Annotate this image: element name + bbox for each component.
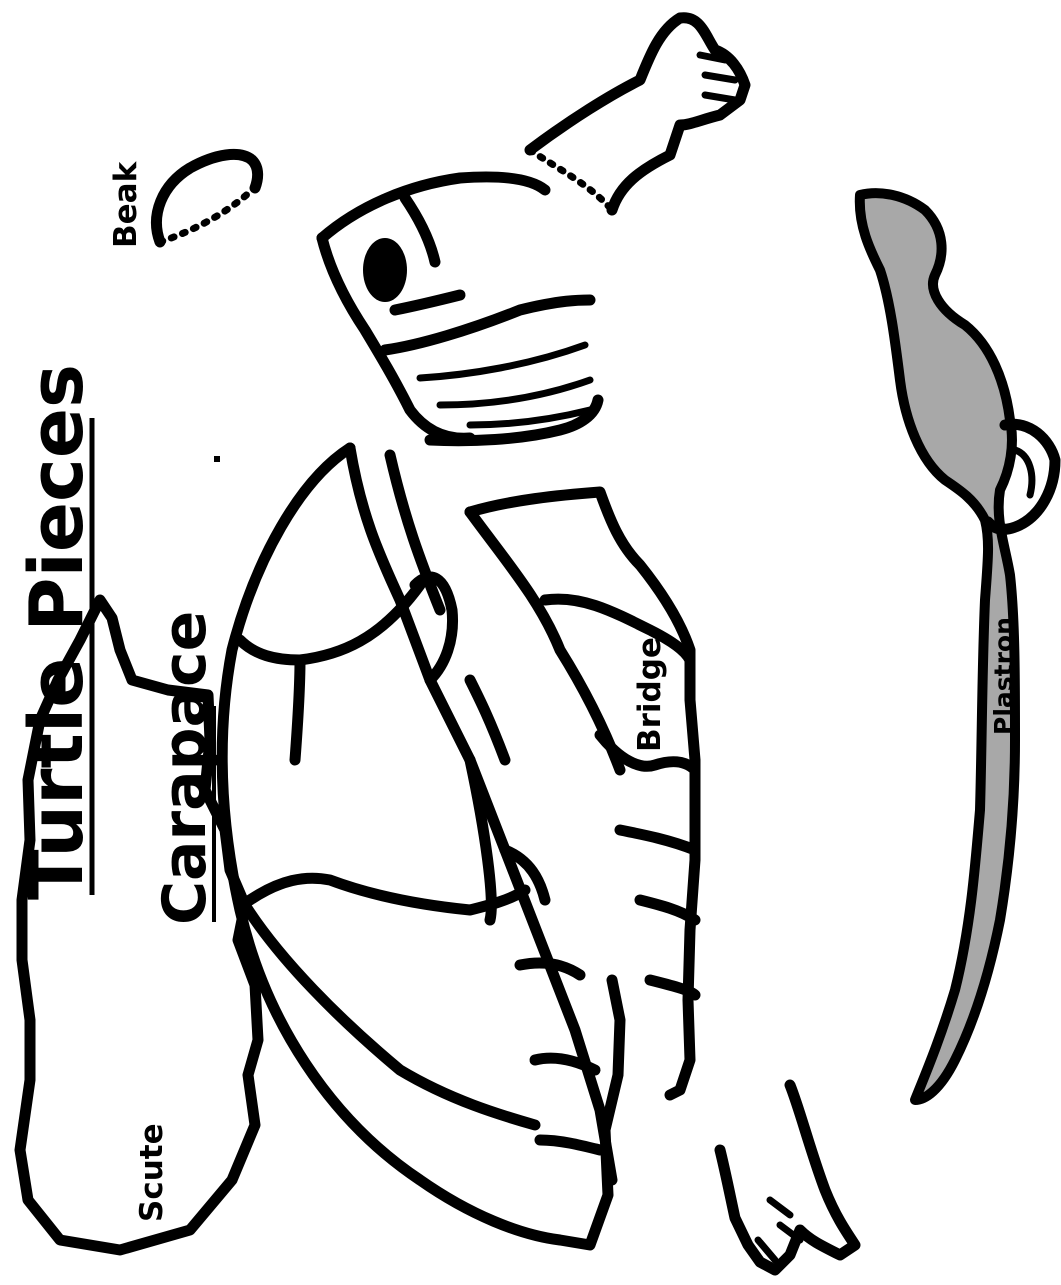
- bridge-label: Bridge: [632, 637, 668, 752]
- marginal-seam-6: [540, 1140, 600, 1150]
- neck-fold-1: [420, 345, 585, 378]
- front-flipper-outline: [530, 18, 745, 210]
- head-piece: [322, 177, 598, 441]
- scute-seam-3: [250, 878, 525, 910]
- front-flipper-piece: [530, 18, 745, 210]
- head-brow: [405, 198, 435, 262]
- bridge-piece: Bridge: [470, 492, 695, 1095]
- carapace-piece: [222, 448, 620, 1245]
- bridge-outline: [470, 492, 695, 1095]
- beak-piece: Beak: [108, 154, 258, 248]
- eye: [363, 238, 407, 302]
- beak-cut-line: [160, 190, 252, 242]
- scute-label: Scute: [134, 1123, 170, 1222]
- marginal-seam-2: [470, 680, 505, 760]
- stray-mark: [214, 456, 220, 462]
- neck-fold-2: [440, 380, 590, 405]
- beak-label: Beak: [108, 160, 144, 248]
- head-mouth-line: [395, 295, 460, 310]
- rear-flipper-outline: [720, 1085, 855, 1270]
- front-flipper-cut: [530, 150, 612, 210]
- rear-flipper-piece: [720, 1085, 855, 1270]
- plastron-label: Plastron: [989, 617, 1018, 735]
- bridge-seam-3: [620, 830, 695, 850]
- plastron-piece: Plastron: [860, 193, 1055, 1100]
- scute-seam-4: [245, 905, 535, 1125]
- scute-seam-1: [240, 640, 300, 760]
- plastron-hinge-detail: [1015, 450, 1032, 495]
- head-outline: [322, 177, 545, 238]
